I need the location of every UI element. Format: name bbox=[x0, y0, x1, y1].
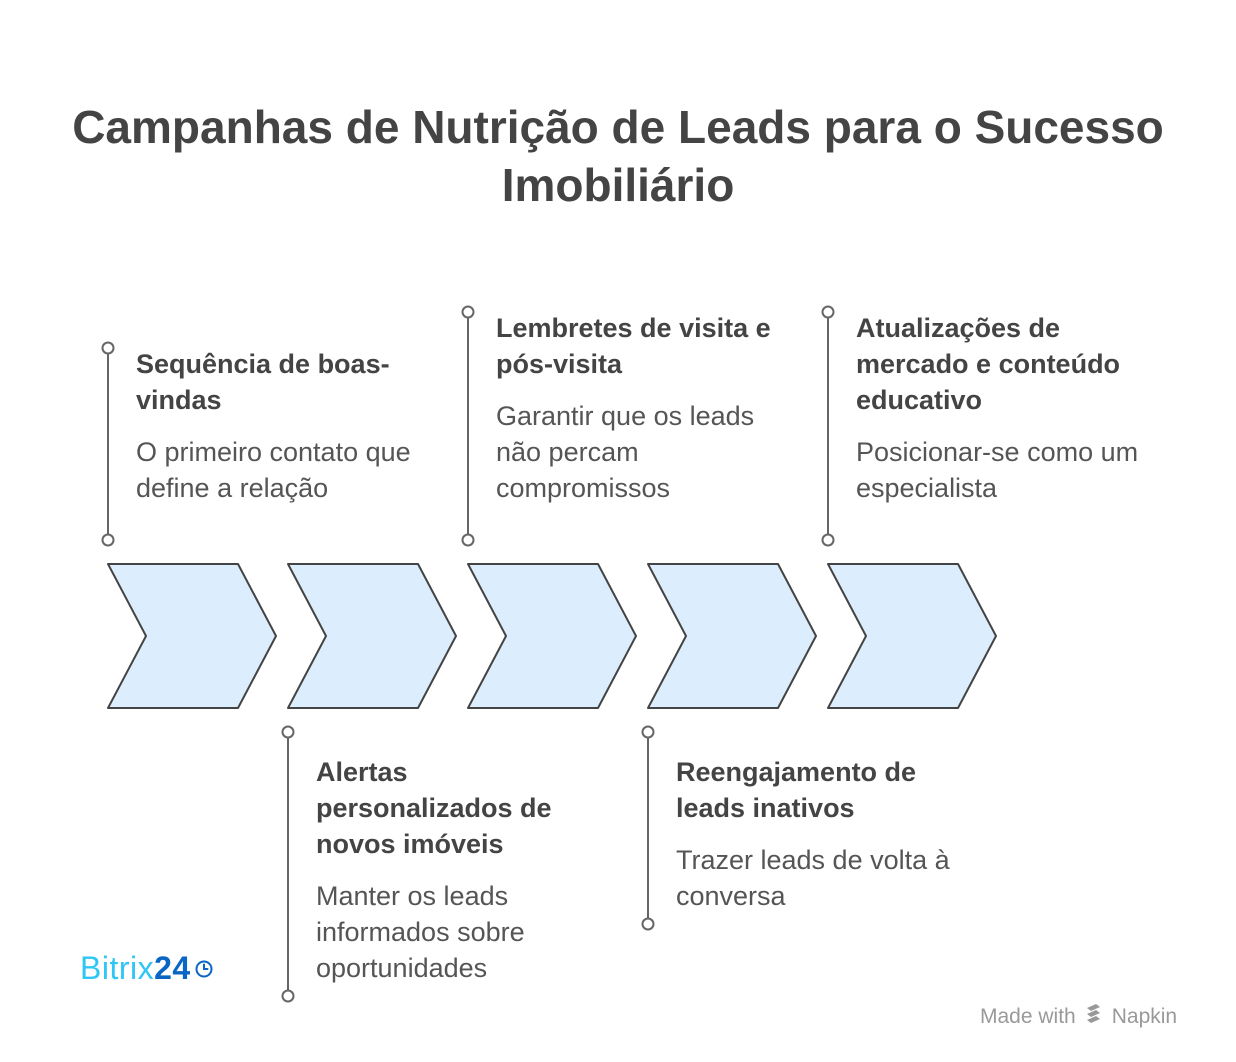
step-welcome-sequence: Sequência de boas-vindas O primeiro cont… bbox=[136, 346, 426, 506]
step-visit-reminders: Lembretes de visita e pós-visita Garanti… bbox=[496, 310, 786, 506]
step-description: O primeiro contato que define a relação bbox=[136, 437, 411, 503]
bitrix-logo-text: Bitrix bbox=[80, 950, 155, 986]
bitrix-logo-number: 24 bbox=[154, 950, 191, 986]
step-market-updates: Atualizações de mercado e conteúdo educa… bbox=[856, 310, 1156, 506]
connector-dot-2-start bbox=[281, 725, 295, 739]
connector-dot-2-end bbox=[281, 989, 295, 1003]
step-title: Alertas personalizados de novos imóveis bbox=[316, 757, 552, 859]
connector-lines bbox=[101, 305, 835, 1003]
step-title: Lembretes de visita e pós-visita bbox=[496, 313, 771, 379]
connector-dot-5-start bbox=[821, 305, 835, 319]
connector-dot-5-end bbox=[821, 533, 835, 547]
step-title: Atualizações de mercado e conteúdo educa… bbox=[856, 313, 1121, 415]
made-with-label: Made with bbox=[980, 1004, 1076, 1028]
step-description: Posicionar-se como um especialista bbox=[856, 437, 1139, 503]
connector-dot-4-end bbox=[641, 917, 655, 931]
step-description: Manter os leads informados sobre oportun… bbox=[316, 881, 525, 983]
chevron-step-4 bbox=[647, 563, 817, 709]
step-title: Sequência de boas-vindas bbox=[136, 349, 390, 415]
clock-icon bbox=[194, 950, 214, 986]
connector-dot-3-end bbox=[461, 533, 475, 547]
napkin-logo-icon bbox=[1084, 1002, 1104, 1031]
chevron-row bbox=[107, 563, 997, 709]
step-description: Trazer leads de volta à conversa bbox=[676, 845, 950, 911]
connector-dot-4-start bbox=[641, 725, 655, 739]
step-description: Garantir que os leads não percam comprom… bbox=[496, 401, 755, 503]
step-title: Reengajamento de leads inativos bbox=[676, 757, 917, 823]
page-title: Campanhas de Nutrição de Leads para o Su… bbox=[72, 101, 1164, 211]
chevron-step-3 bbox=[467, 563, 637, 709]
chevron-step-2 bbox=[287, 563, 457, 709]
connector-dot-1-start bbox=[101, 341, 115, 355]
napkin-watermark: Made with Napkin bbox=[980, 1002, 1177, 1031]
connector-dot-1-end bbox=[101, 533, 115, 547]
step-property-alerts: Alertas personalizados de novos imóveis … bbox=[316, 754, 606, 986]
chevron-step-1 bbox=[107, 563, 277, 709]
connector-dot-3-start bbox=[461, 305, 475, 319]
chevron-step-5 bbox=[827, 563, 997, 709]
step-reengagement: Reengajamento de leads inativos Trazer l… bbox=[676, 754, 966, 914]
napkin-label: Napkin bbox=[1111, 1004, 1178, 1028]
